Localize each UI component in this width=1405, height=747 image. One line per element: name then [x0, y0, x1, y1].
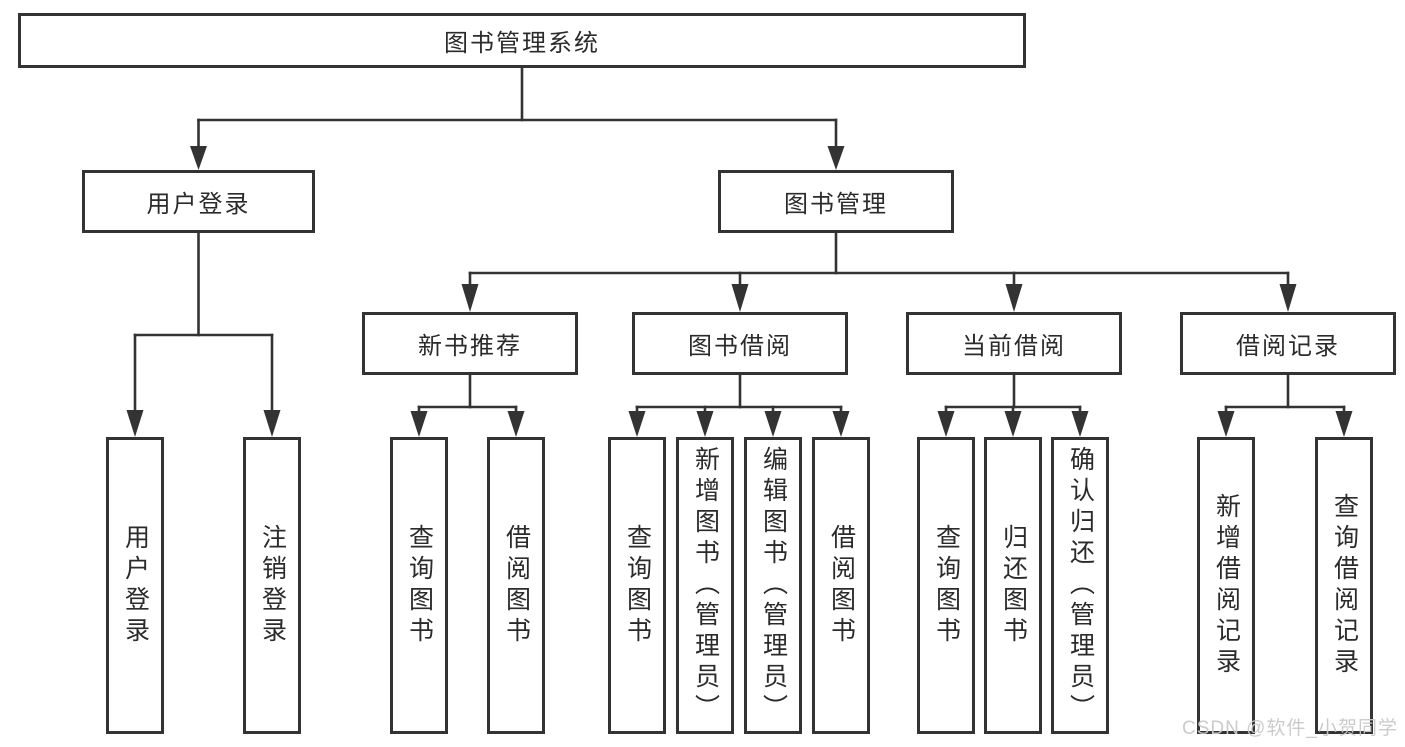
leaf-query-borrow-record-label: 查询借阅记录 [1330, 492, 1359, 679]
leaf-borrow-books-recommend: 借阅图书 [487, 437, 545, 734]
leaf-query-books-borrow-label: 查询图书 [623, 523, 652, 648]
node-user-login-label: 用户登录 [146, 191, 251, 218]
node-book-management-label: 图书管理 [784, 191, 888, 218]
leaf-query-borrow-record: 查询借阅记录 [1315, 437, 1373, 734]
csdn-watermark: CSDN @软件_小贺同学 [1182, 718, 1398, 739]
leaf-borrow-books-label: 借阅图书 [827, 523, 856, 648]
leaf-query-books-current-label: 查询图书 [932, 523, 961, 648]
leaf-query-books-current: 查询图书 [917, 437, 975, 734]
node-current-borrow-label: 当前借阅 [962, 333, 1066, 360]
leaf-add-books-admin: 新增图书（管理员） [676, 437, 734, 734]
node-book-borrow-label: 图书借阅 [688, 333, 792, 360]
leaf-add-borrow-record-label: 新增借阅记录 [1212, 492, 1241, 679]
node-current-borrow: 当前借阅 [906, 312, 1122, 375]
leaf-confirm-return-admin-label: 确认归还（管理员） [1066, 446, 1095, 725]
leaf-query-books-recommend-label: 查询图书 [405, 523, 434, 648]
leaf-return-books: 归还图书 [984, 437, 1042, 734]
leaf-borrow-books: 借阅图书 [812, 437, 870, 734]
leaf-user-login-label: 用户登录 [121, 523, 150, 648]
arrowheads [126, 146, 1353, 437]
node-borrow-records: 借阅记录 [1180, 312, 1396, 375]
leaf-edit-books-admin-label: 编辑图书（管理员） [759, 446, 788, 725]
leaf-edit-books-admin: 编辑图书（管理员） [744, 437, 802, 734]
leaf-confirm-return-admin: 确认归还（管理员） [1051, 437, 1109, 734]
leaf-add-borrow-record: 新增借阅记录 [1197, 437, 1255, 734]
leaf-query-books-borrow: 查询图书 [608, 437, 666, 734]
leaf-logout: 注销登录 [243, 437, 301, 734]
leaf-borrow-books-recommend-label: 借阅图书 [502, 523, 531, 648]
node-book-borrow: 图书借阅 [632, 312, 848, 375]
leaf-add-books-admin-label: 新增图书（管理员） [691, 446, 720, 725]
node-new-book-recommend-label: 新书推荐 [418, 333, 522, 360]
leaf-user-login: 用户登录 [106, 437, 164, 734]
leaf-return-books-label: 归还图书 [999, 523, 1028, 648]
node-borrow-records-label: 借阅记录 [1236, 333, 1340, 360]
node-user-login: 用户登录 [82, 170, 315, 233]
leaf-logout-label: 注销登录 [258, 523, 287, 648]
node-book-management: 图书管理 [718, 170, 954, 233]
leaf-query-books-recommend: 查询图书 [390, 437, 448, 734]
node-library-system: 图书管理系统 [18, 13, 1026, 68]
node-new-book-recommend: 新书推荐 [362, 312, 578, 375]
node-library-system-label: 图书管理系统 [444, 30, 600, 57]
